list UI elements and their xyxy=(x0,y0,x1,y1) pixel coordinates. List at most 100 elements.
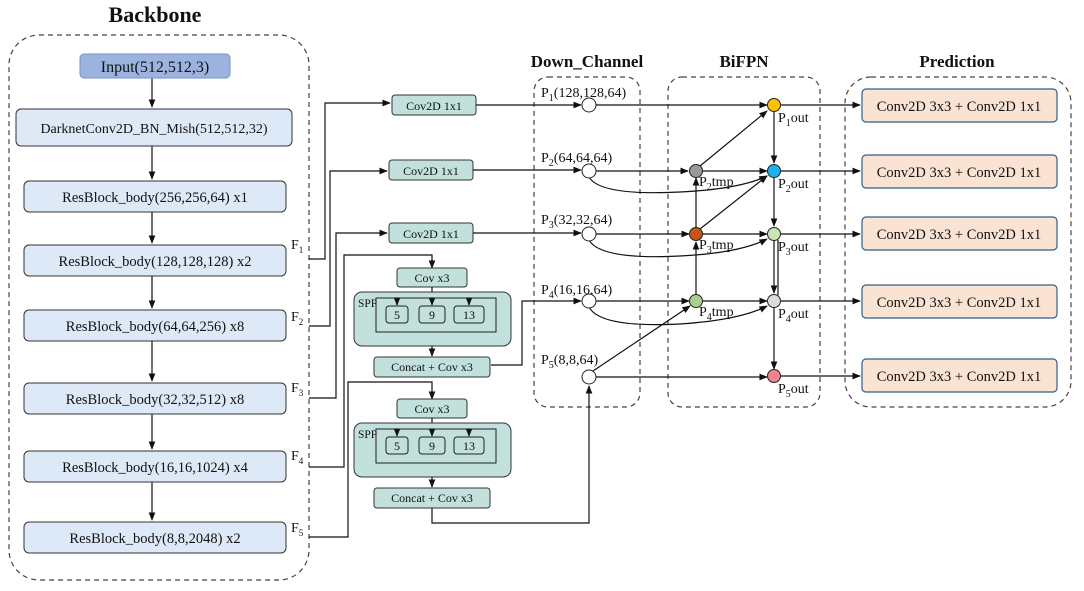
resblock-label: ResBlock_body(16,16,1024) x4 xyxy=(62,460,248,476)
backbone-neck-wires xyxy=(309,99,436,538)
bifpn-out-node-p3 xyxy=(767,227,781,241)
down-channel-node-p4 xyxy=(581,293,597,309)
bifpn-tmp-node-p2 xyxy=(689,164,703,178)
bifpn-out-node-p1 xyxy=(767,98,781,112)
darknet-conv-block xyxy=(15,108,293,147)
bifpn-out-node-p5 xyxy=(767,369,781,383)
bifpn-wires xyxy=(588,101,779,381)
pool-box xyxy=(385,436,409,455)
prediction-head-label: Conv2D 3x3 + Conv2D 1x1 xyxy=(877,369,1041,385)
prediction-head-4 xyxy=(861,284,1058,319)
concat-label: Concat + Cov x3 xyxy=(391,360,473,374)
bifpn-out-label-p5: P5out xyxy=(778,382,809,400)
prediction-head-3 xyxy=(861,216,1058,251)
pool-box xyxy=(418,305,446,324)
resblock-label: ResBlock_body(128,128,128) x2 xyxy=(59,254,252,270)
prediction-group xyxy=(844,76,1072,408)
pool-size-label: 13 xyxy=(463,439,475,453)
down-channel-label-p4: P4(16,16,64) xyxy=(541,283,612,301)
bifpn-out-node-p4 xyxy=(767,294,781,308)
neck-down-wires xyxy=(431,101,593,524)
down-channel-title: Down_Channel xyxy=(531,52,644,71)
down-channel-nodes: P1(128,128,64) P2(64,64,64) P3(32,32,64) P4… xyxy=(541,86,626,385)
bifpn-out-node-p2 xyxy=(767,164,781,178)
concat-box xyxy=(373,356,491,378)
resblock-label: ResBlock_body(8,8,2048) x2 xyxy=(69,531,240,547)
down-channel-node-p5 xyxy=(581,369,597,385)
backbone-group xyxy=(8,34,310,581)
neck-conv-1-label: Cov2D 1x1 xyxy=(406,99,462,113)
feature-label-f4: F4 xyxy=(291,449,304,466)
backbone-title: Backbone xyxy=(109,2,202,27)
prediction-head-label: Conv2D 3x3 + Conv2D 1x1 xyxy=(877,227,1041,243)
bifpn-out-label-p4: P4out xyxy=(778,307,809,325)
feature-label-f3: F3 xyxy=(291,381,304,398)
bifpn-out-label-p2: P2out xyxy=(778,177,809,195)
pool-size-label: 13 xyxy=(463,308,475,322)
spp-label: SPP xyxy=(358,429,377,441)
cov-x3-label: Cov x3 xyxy=(414,402,449,416)
resblock-4 xyxy=(23,382,287,415)
bifpn-tmp-label-p3: P3tmp xyxy=(699,238,734,256)
prediction-head-1 xyxy=(861,88,1058,123)
pool-size-label: 9 xyxy=(429,439,435,453)
prediction-head-label: Conv2D 3x3 + Conv2D 1x1 xyxy=(877,295,1041,311)
input-label: Input(512,512,3) xyxy=(101,59,209,76)
down-channel-node-p2 xyxy=(581,163,597,179)
down-channel-label-p2: P2(64,64,64) xyxy=(541,151,612,169)
pool-size-label: 5 xyxy=(394,308,400,322)
resblock-3 xyxy=(23,309,287,342)
resblock-list: ResBlock_body(256,256,64) x1 ResBlock_bod… xyxy=(23,180,287,554)
resblock-label: ResBlock_body(32,32,512) x8 xyxy=(66,392,244,408)
resblock-label: ResBlock_body(256,256,64) x1 xyxy=(62,190,248,206)
down-channel-node-p1 xyxy=(581,97,597,113)
spp-label: SPP xyxy=(358,298,377,310)
prediction-head-5 xyxy=(861,358,1058,393)
pool-box xyxy=(453,305,485,324)
bifpn-tmp-node-p4 xyxy=(689,294,703,308)
bifpn-tmp-label-p4: P4tmp xyxy=(699,305,734,323)
resblock-2 xyxy=(23,244,287,277)
down-channel-label-p3: P3(32,32,64) xyxy=(541,213,612,231)
resblock-5 xyxy=(23,450,287,483)
prediction-head-2 xyxy=(861,154,1058,189)
resblock-1 xyxy=(23,180,287,213)
down-channel-node-p3 xyxy=(581,226,597,242)
bifpn-out-label-p3: P3out xyxy=(778,240,809,258)
spp-bracket xyxy=(375,297,497,333)
feature-label-f2: F2 xyxy=(291,310,303,327)
concat-label: Concat + Cov x3 xyxy=(391,491,473,505)
cov-x3-label: Cov x3 xyxy=(414,271,449,285)
prediction-title: Prediction xyxy=(919,52,995,71)
bifpn-group xyxy=(667,76,821,408)
down-channel-group xyxy=(533,76,641,408)
down-channel-label-p5: P5(8,8,64) xyxy=(541,353,598,371)
down-channel-label-p1: P1(128,128,64) xyxy=(541,86,626,104)
input-block xyxy=(79,53,231,79)
neck-conv-3-label: Cov2D 1x1 xyxy=(403,227,459,241)
feature-label-f5: F5 xyxy=(291,521,304,538)
spp-bracket xyxy=(375,428,497,464)
pool-size-label: 9 xyxy=(429,308,435,322)
bifpn-tmp-node-p3 xyxy=(689,227,703,241)
feature-label-f1: F1 xyxy=(291,238,303,255)
resblock-label: ResBlock_body(64,64,256) x8 xyxy=(66,319,244,335)
neck-conv-2-label: Cov2D 1x1 xyxy=(403,164,459,178)
prediction-head-label: Conv2D 3x3 + Conv2D 1x1 xyxy=(877,99,1041,115)
head-wires xyxy=(781,101,861,380)
prediction-head-label: Conv2D 3x3 + Conv2D 1x1 xyxy=(877,165,1041,181)
pool-box xyxy=(418,436,446,455)
darknet-conv-label: DarknetConv2D_BN_Mish(512,512,32) xyxy=(40,122,267,137)
bifpn-out-label-p1: P1out xyxy=(778,111,809,129)
bifpn-title: BiFPN xyxy=(719,52,769,71)
pool-box xyxy=(453,436,485,455)
bifpn-tmp-label-p2: P2tmp xyxy=(699,175,734,193)
resblock-6 xyxy=(23,521,287,554)
